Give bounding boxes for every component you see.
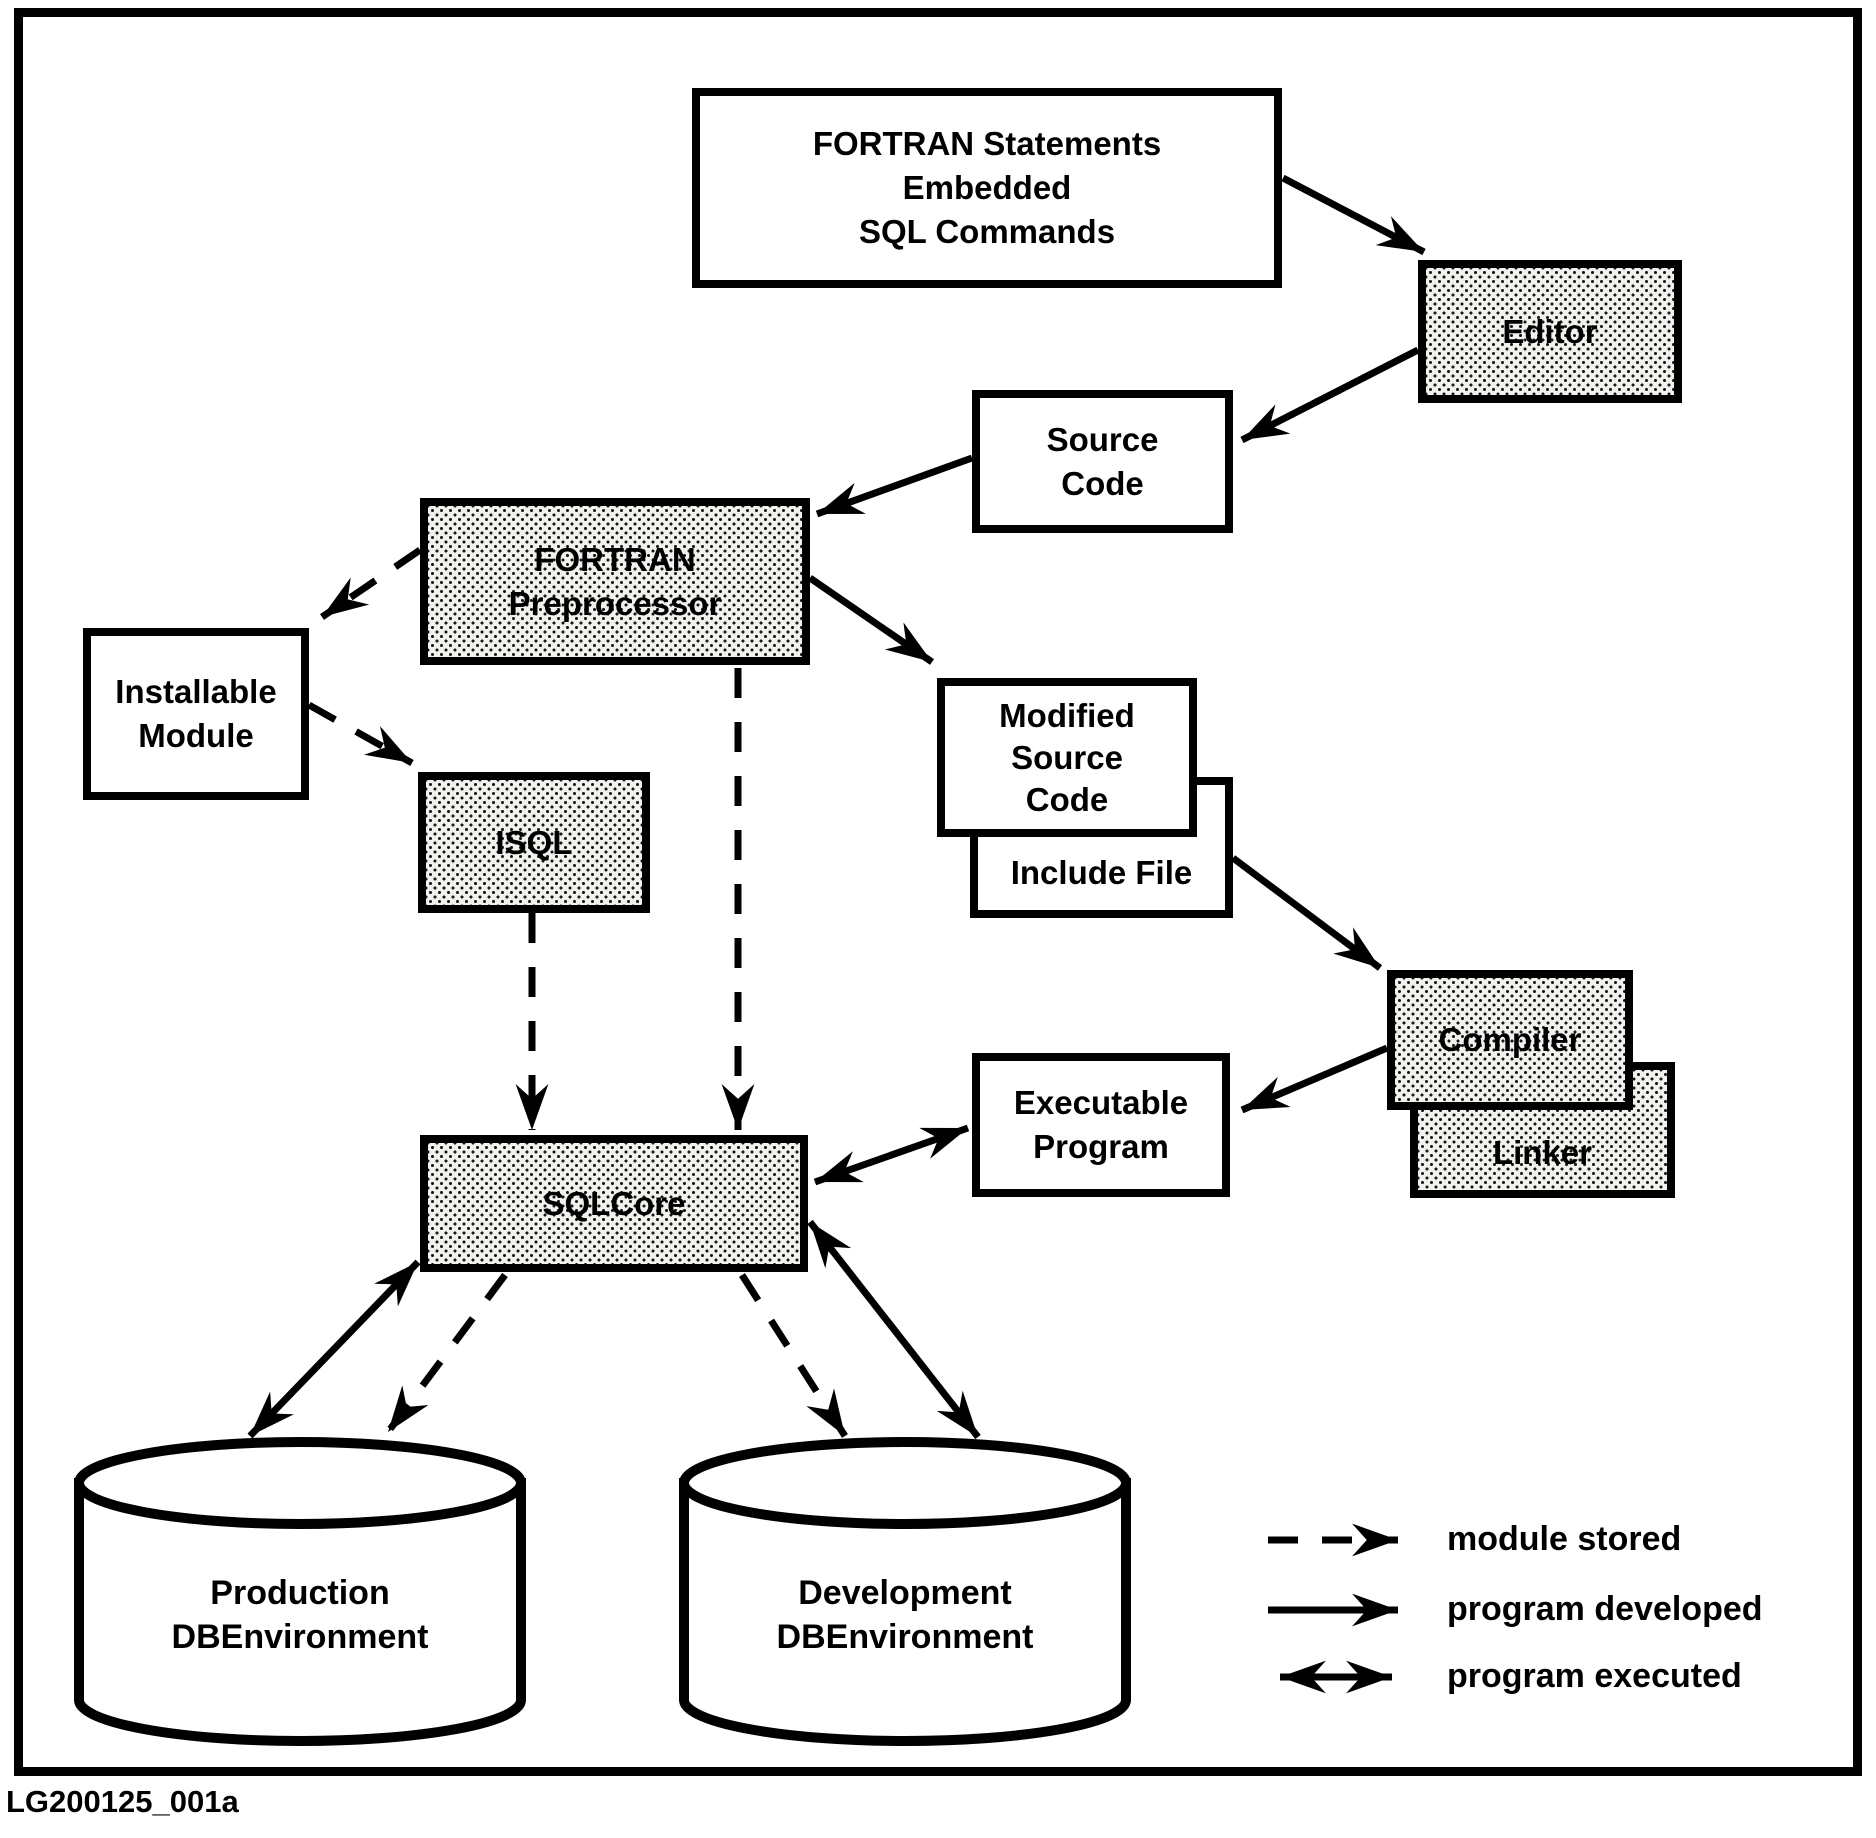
node-label-line: FORTRAN Statements <box>812 125 1162 162</box>
production-db-cylinder-top <box>74 1437 526 1529</box>
node-sqlcore: SQLCore <box>420 1135 808 1272</box>
node-label-line: Installable <box>115 673 277 710</box>
edge-sqlcore-development <box>807 1219 981 1440</box>
node-label-line: Modified <box>999 696 1135 734</box>
node-fortran-statements: FORTRAN Statements Embedded SQL Commands <box>692 88 1282 288</box>
edge-module-to-isql <box>307 701 414 767</box>
node-label-line: Module <box>138 717 254 754</box>
node-modified-source-code: Modified Source Code <box>937 678 1197 837</box>
node-linker: Linker <box>1410 1062 1675 1198</box>
node-label-line: Code <box>1025 780 1109 818</box>
edge-sqlcore-production <box>247 1259 421 1439</box>
production-db-cylinder <box>74 1478 526 1746</box>
edge-preprocessor-to-modified-source <box>808 575 934 665</box>
diagram-frame <box>14 8 1862 1776</box>
node-label-line: SQL Commands <box>858 213 1116 250</box>
edge-statements-to-editor <box>1281 174 1426 256</box>
node-label-line: SQLCore <box>542 1184 686 1222</box>
node-label-line: Editor <box>1502 312 1598 350</box>
edge-compiler-to-executable <box>1240 1044 1389 1114</box>
legend-program-developed-label: program developed <box>1447 1590 1763 1628</box>
node-editor: Editor <box>1418 260 1682 403</box>
node-label-line: Executable <box>1013 1084 1189 1121</box>
production-db-label: Production DBEnvironment <box>80 1571 520 1659</box>
node-label-line: FORTRAN <box>534 540 696 578</box>
edge-sqlcore-to-production-stored <box>385 1272 508 1435</box>
node-label-line: Source <box>1011 738 1123 776</box>
development-db-label: Development DBEnvironment <box>685 1571 1125 1659</box>
node-label-line: Production <box>210 1574 390 1612</box>
node-installable-module: Installable Module <box>83 628 309 800</box>
node-label-line: Preprocessor <box>508 584 722 622</box>
node-label-line: Code <box>1061 464 1144 502</box>
node-compiler: Compiler <box>1387 970 1633 1110</box>
node-label-line: Include File <box>1010 853 1193 891</box>
development-db-cylinder <box>679 1478 1131 1746</box>
node-label-line: Compiler <box>1438 1021 1582 1058</box>
legend-module-stored-label: module stored <box>1447 1520 1682 1558</box>
node-label-line: Embedded <box>902 169 1072 206</box>
node-label-line: Program <box>1033 1128 1169 1165</box>
edge-preprocessor-to-module <box>320 547 422 620</box>
legend-program-executed-label: program executed <box>1447 1657 1742 1695</box>
node-label-line: Development <box>798 1574 1012 1612</box>
edge-include-to-compiler <box>1230 855 1383 971</box>
node-source-code: Source Code <box>972 390 1233 533</box>
development-db-cylinder-top <box>679 1437 1131 1529</box>
edge-executable-sqlcore <box>813 1124 970 1186</box>
figure-label: LG200125_001a <box>6 1784 239 1819</box>
node-isql: ISQL <box>418 772 650 913</box>
node-fortran-preprocessor: FORTRAN Preprocessor <box>420 498 810 665</box>
node-label-line: ISQL <box>495 823 573 861</box>
node-label-line: Source <box>1046 420 1159 458</box>
node-executable-program: Executable Program <box>972 1053 1230 1197</box>
node-label-line: Linker <box>1492 1133 1593 1171</box>
node-label-line: DBEnvironment <box>171 1618 429 1656</box>
node-label-line: DBEnvironment <box>776 1618 1034 1656</box>
edge-source-to-preprocessor <box>815 454 974 518</box>
edge-editor-to-source <box>1240 346 1420 444</box>
